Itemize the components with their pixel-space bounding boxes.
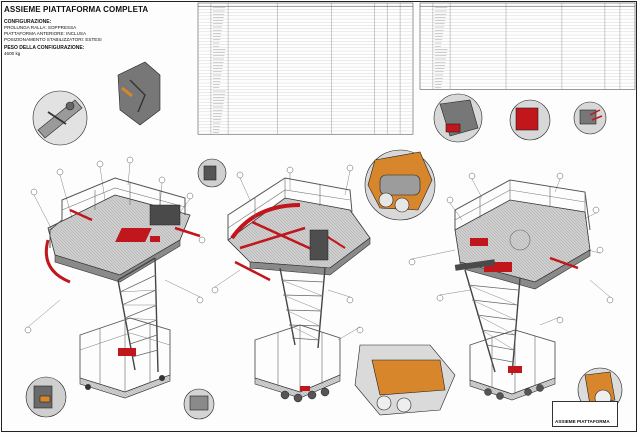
leader-lines xyxy=(27,162,611,341)
weight-value: 4600 kg xyxy=(4,51,21,56)
isometric-view-center xyxy=(227,177,371,403)
bom-table-secondary xyxy=(419,2,636,90)
isometric-view-right xyxy=(454,179,591,401)
drawing-title: ASSIEME PIATTAFORMA COMPLETA xyxy=(4,5,149,14)
configuration-line: POSIZIONAMENTO STABILIZZATORI: ESTESI xyxy=(4,37,102,42)
bom-table-main xyxy=(197,2,414,135)
isometric-view-left xyxy=(44,177,201,399)
configuration-line: PROLUNGA RALLA: SOPPRESSA xyxy=(4,25,77,30)
weight-heading: PESO DELLA CONFIGURAZIONE: xyxy=(4,45,85,51)
configuration-line: PIATTAFORMA ANTERIORE: INCLUSA xyxy=(4,31,87,36)
detail-views xyxy=(25,61,623,420)
title-block-title: ASSIEME PIATTAFORMA xyxy=(555,419,610,424)
configuration-heading: CONFIGURAZIONE: xyxy=(4,19,52,25)
title-block: ASSIEME PIATTAFORMA xyxy=(552,401,618,427)
